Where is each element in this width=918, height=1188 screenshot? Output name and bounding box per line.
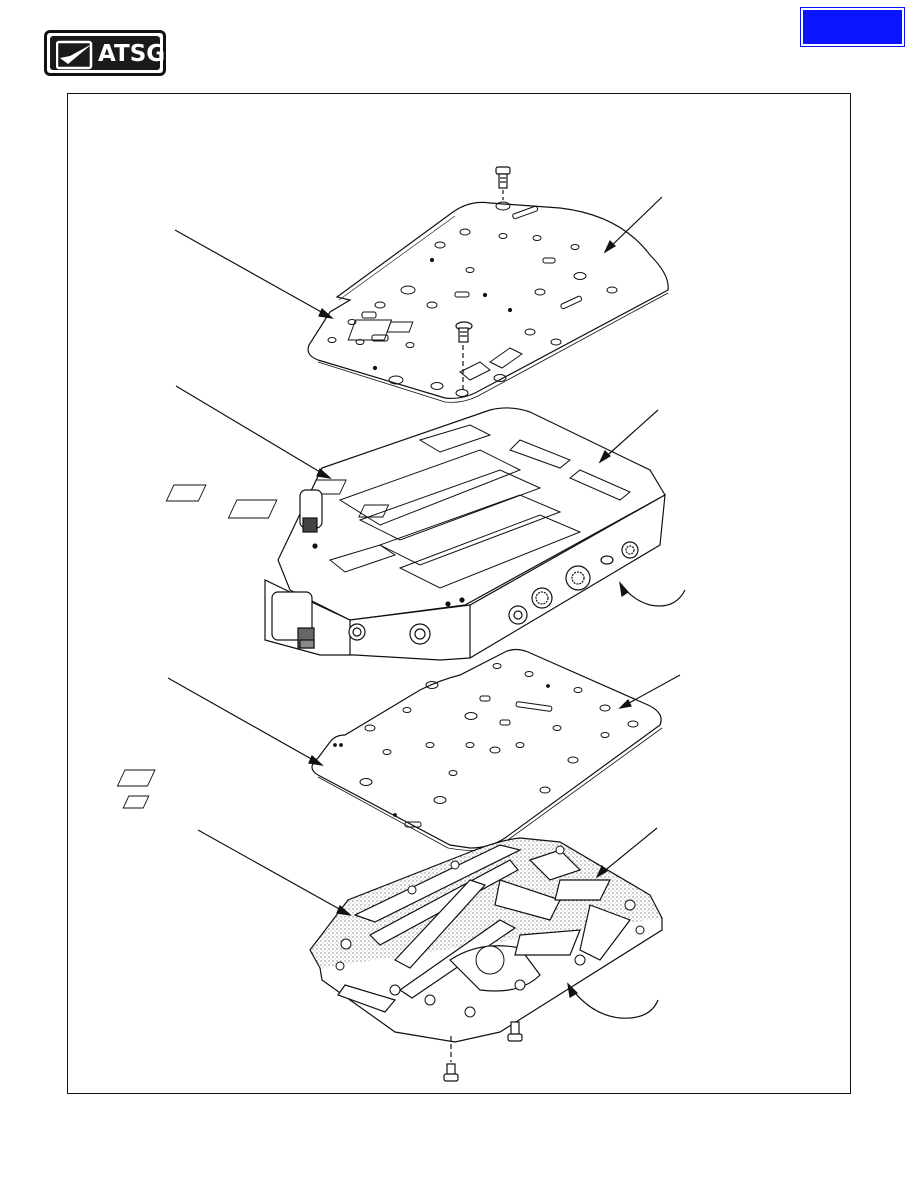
upper-valve-body [165,407,666,661]
lower-valve-body [309,837,663,1082]
logo-text: ATSG [98,41,166,67]
lower-separator-plate [116,648,663,852]
top-bolt-2 [455,321,473,393]
callout-leaders [167,196,686,1019]
section-tab [800,7,905,47]
atsg-logo: ATSG [44,30,166,76]
top-bolt-1 [495,166,511,200]
upper-separator-plate [307,201,669,403]
checkmark-logo-icon [56,40,93,70]
bottom-bolt-2 [443,1036,459,1082]
illustration-frame [67,93,851,1094]
bottom-bolt-1 [507,1021,523,1042]
logo-background: ATSG [50,36,165,70]
